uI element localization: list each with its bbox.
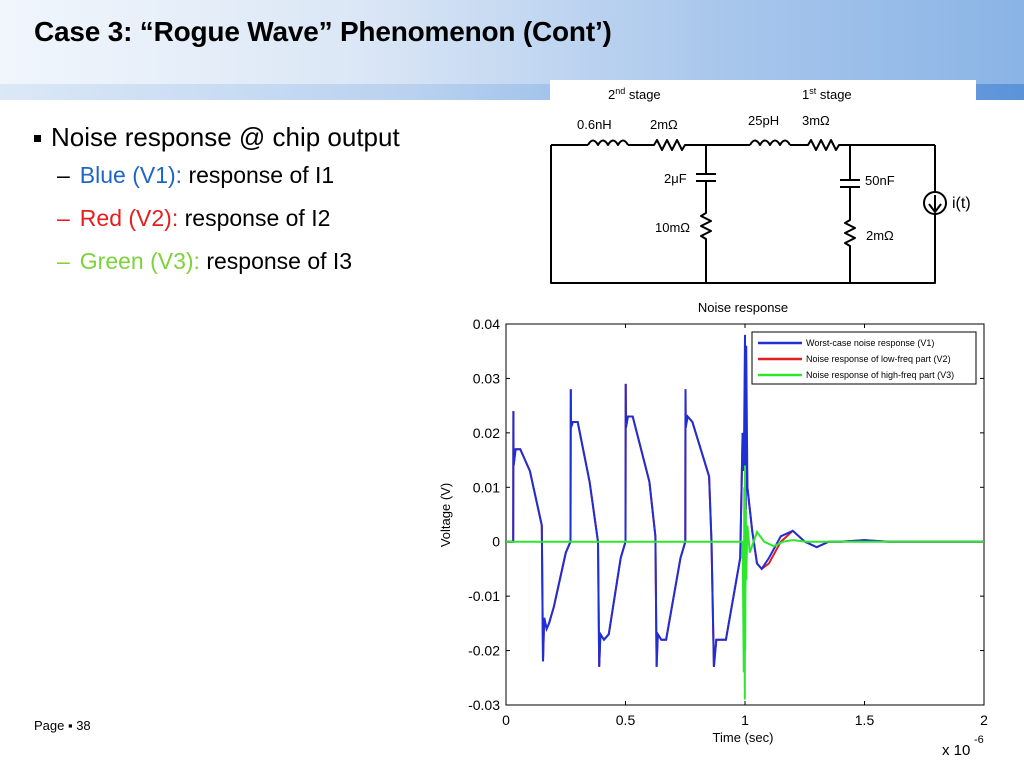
circuit-schematic: 2nd stage 1st stage 0.6nH 2mΩ 25pH 3mΩ 2… [550,86,971,284]
y-tick-label: -0.03 [468,697,500,713]
bullet-list: Noise response @ chip output – Blue (V1)… [34,120,400,283]
sub-bullet-red: – Red (V2): response of I2 [34,197,400,240]
sub-bullet-label: Red (V2): [79,205,179,231]
dash-bullet-icon: – [57,205,70,231]
circuit-diagram: 2nd stage 1st stage 0.6nH 2mΩ 25pH 3mΩ 2… [550,80,976,292]
shunt-branch-2 [696,145,716,283]
x-exponent-label: x 10 [942,742,970,759]
sub-bullet-label: Green (V3): [79,248,200,274]
y-tick-label: 0.01 [473,479,500,495]
x-tick-label: 2 [980,712,988,728]
y-tick-label: -0.02 [468,643,500,659]
resistor1-symbol [790,139,935,151]
sub-bullet-label: Blue (V1): [79,162,183,188]
sub-bullet-text: response of I3 [199,248,353,274]
inductor1-label: 25pH [748,113,779,128]
dash-bullet-icon: – [57,162,70,188]
bullet-main: Noise response @ chip output [34,120,400,154]
x-tick-label: 0 [502,712,510,728]
y-tick-label: 0.03 [473,370,500,386]
x-tick-label: 1.5 [855,712,875,728]
cap2-label: 2μF [664,171,687,186]
resistor2-symbol [628,139,750,151]
sub-bullet-blue: – Blue (V1): response of I1 [34,154,400,197]
chart-legend: Worst-case noise response (V1) Noise resp… [751,331,977,385]
shunt-res1-label: 2mΩ [866,228,894,243]
stage2-label: 2nd stage [608,86,661,102]
shunt-branch-1 [840,145,860,283]
noise-response-plot: Noise response 0 0.5 1 1.5 2 -0.03 -0.02 -0.01 0… [430,296,1024,768]
shunt-res2-label: 10mΩ [655,220,690,235]
inductor1-symbol [749,139,791,146]
legend-entry: Noise response of low-freq part (V2) [806,354,951,364]
x-exponent-value: -6 [974,734,984,746]
sub-bullet-text: response of I2 [178,205,331,231]
y-tick-label: 0.02 [473,425,500,441]
legend-entry: Noise response of high-freq part (V3) [806,370,954,380]
x-axis-label: Time (sec) [713,730,774,745]
source-label: i(t) [952,195,971,212]
y-tick-label: 0 [492,534,500,550]
x-tick-label: 0.5 [616,712,636,728]
x-tick-label: 1 [741,712,749,728]
chart-title: Noise response [698,300,788,315]
cap1-label: 50nF [865,173,895,188]
sub-bullet-text: response of I1 [182,162,335,188]
y-axis-label: Voltage (V) [438,483,453,547]
series-line-1 [506,334,984,667]
dash-bullet-icon: – [57,248,70,274]
slide-title: Case 3: “Rogue Wave” Phenomenon (Cont’) [34,16,612,47]
legend-entry: Worst-case noise response (V1) [806,338,934,348]
resistor2-label: 2mΩ [650,117,678,132]
y-tick-label: 0.04 [473,316,500,332]
resistor1-label: 3mΩ [802,113,830,128]
square-bullet-icon [34,134,41,142]
series-line-3 [506,465,984,700]
bullet-main-text: Noise response @ chip output [51,121,400,152]
chart-svg: Noise response 0 0.5 1 1.5 2 -0.03 -0.02 -0.01 0… [438,300,988,759]
page-number: Page ▪ 38 [34,718,91,733]
sub-bullet-green: – Green (V3): response of I3 [34,240,400,283]
current-arrow-icon [928,195,942,214]
inductor2-symbol [587,139,629,146]
inductor2-label: 0.6nH [577,117,612,132]
stage1-label: 1st stage [802,86,852,102]
y-tick-label: -0.01 [468,588,500,604]
circuit-frame-wire [550,145,936,284]
